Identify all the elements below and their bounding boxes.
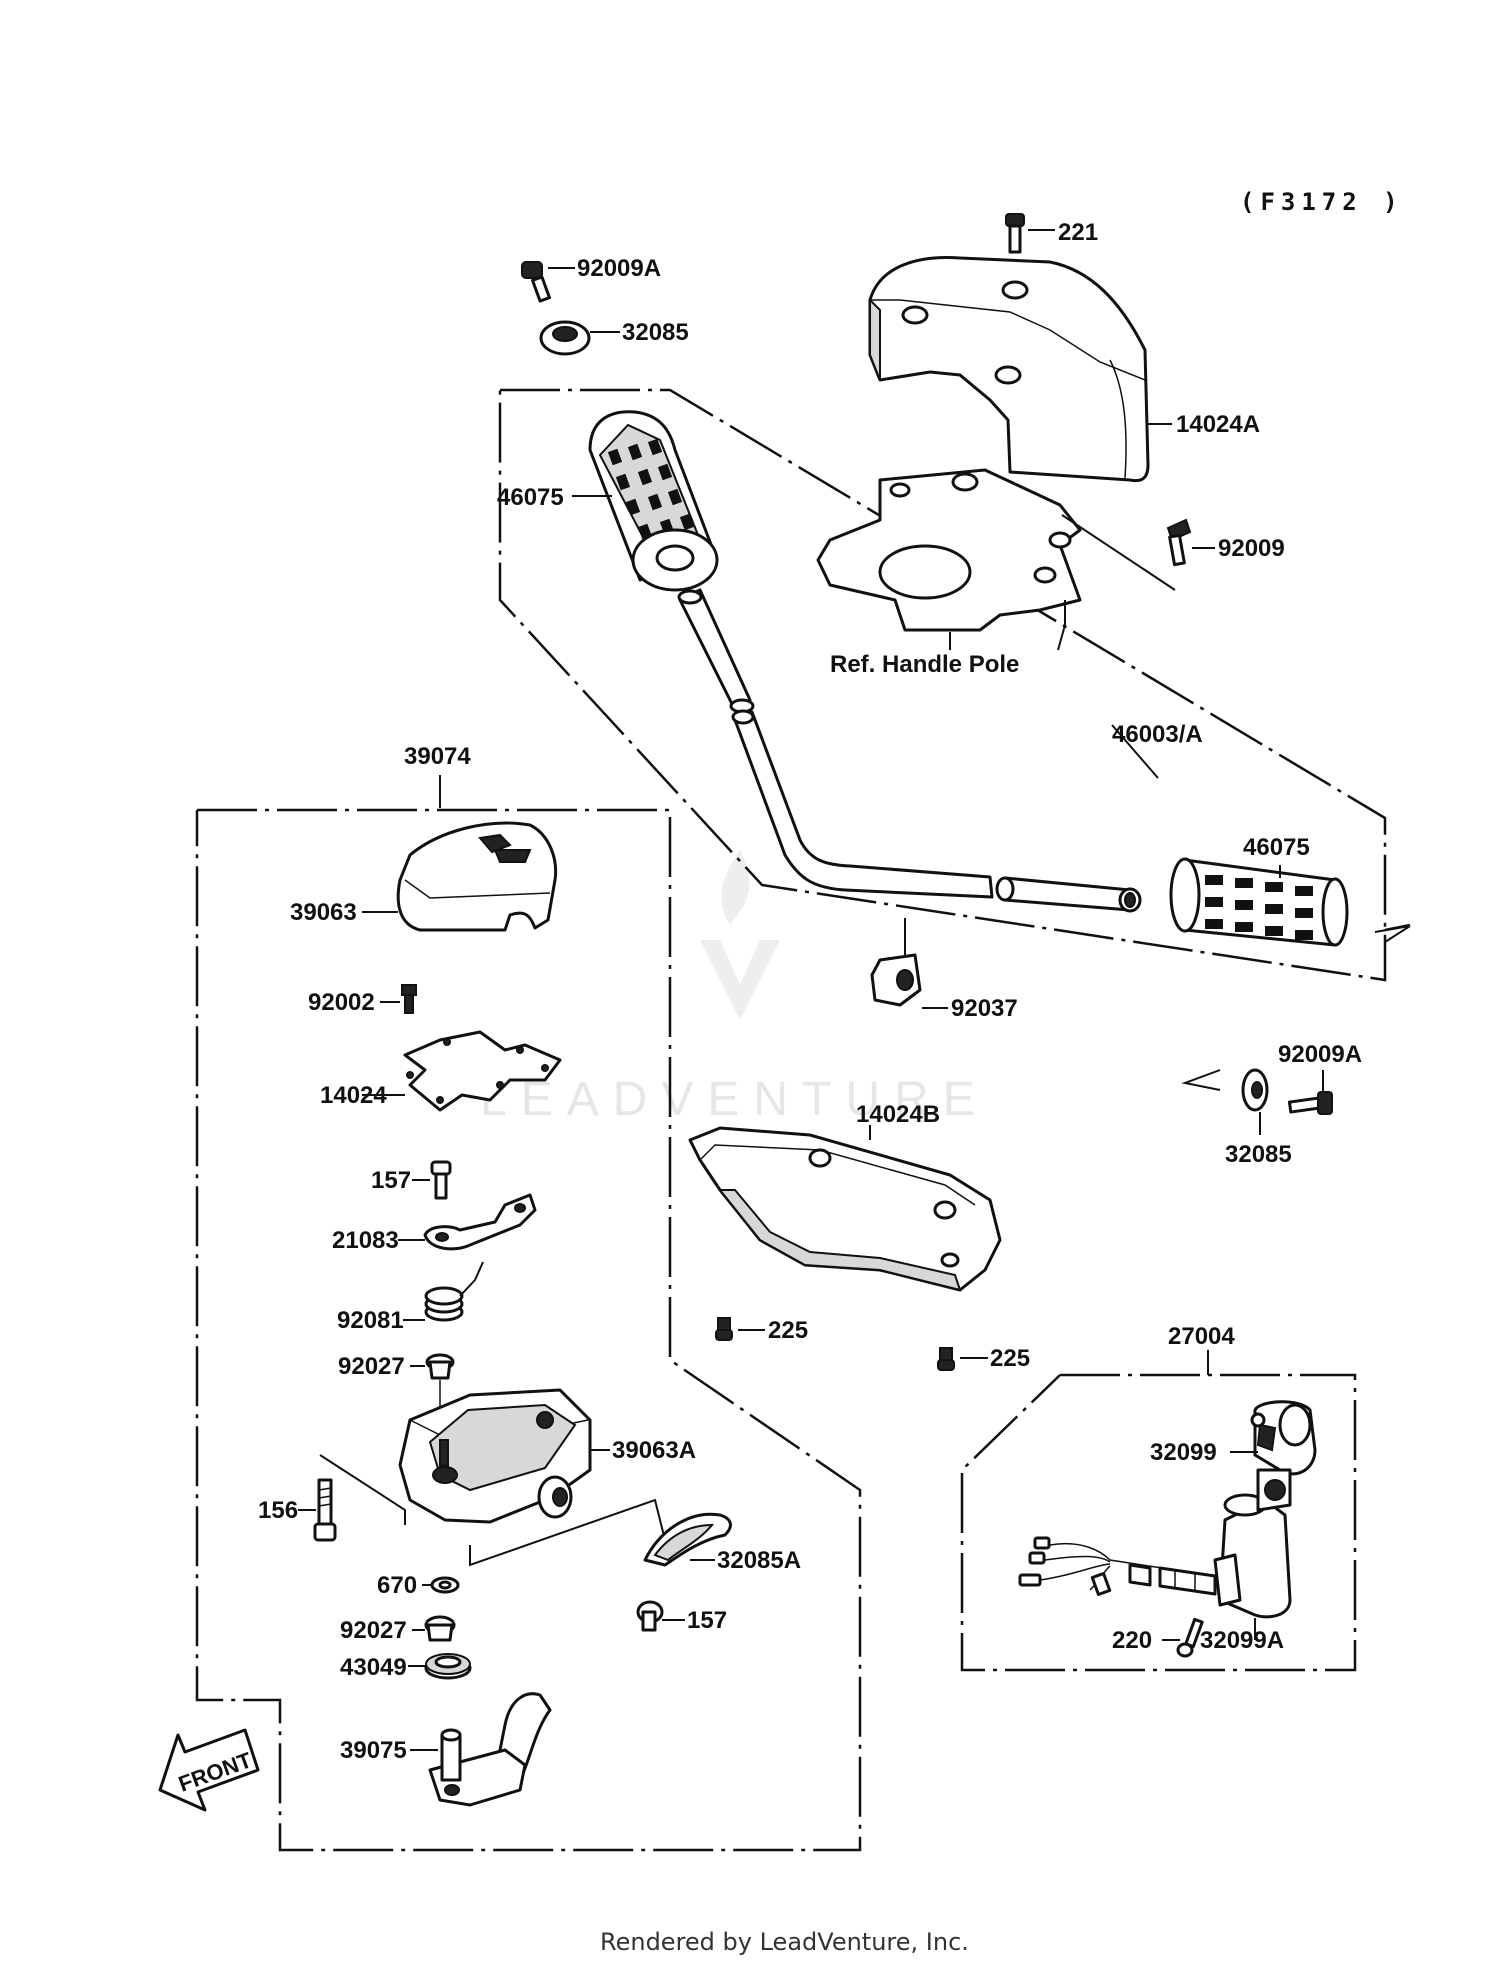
label-39074: 39074 [404,743,471,770]
label-32099: 32099 [1150,1439,1217,1466]
cover-32085a [643,1512,732,1567]
lever-21083 [398,1193,537,1251]
bolt-157-top [412,1160,452,1200]
label-92027-top: 92027 [338,1353,405,1380]
label-225-b: 225 [990,1345,1030,1372]
ref-handle-pole-note: Ref. Handle Pole [830,651,1019,678]
label-32099a: 32099A [1200,1627,1284,1654]
cover-14024b [688,1125,1002,1292]
footer-credit: Rendered by LeadVenture, Inc. [600,1928,969,1956]
label-157-bottom: 157 [687,1607,727,1634]
handle-pole-assembly-outline [498,388,1387,982]
cover-14024a [868,256,1150,483]
label-92009a-top: 92009A [577,255,661,282]
nut-43049 [408,1653,472,1680]
label-157-top: 157 [371,1167,411,1194]
screw-221 [1005,213,1055,254]
front-arrow-icon: FRONT [158,1728,260,1812]
label-46075-left: 46075 [497,484,564,511]
grip-46075-right [1169,857,1349,947]
screw-225-a [715,1317,765,1341]
leadventure-watermark: LEADVENTURE [480,850,989,1126]
screw-92002 [380,984,417,1014]
label-21083: 21083 [332,1227,399,1254]
washer-32085-right [1241,1068,1269,1135]
bracket-plate [816,468,1082,632]
label-156: 156 [258,1497,298,1524]
bolt-157-bottom [636,1600,685,1632]
label-14024a: 14024A [1176,411,1260,438]
label-32085a: 32085A [717,1547,801,1574]
bush-92027-top [410,1353,455,1380]
grip-46075-left [572,410,719,592]
bush-92027-bottom [412,1615,456,1642]
label-46075-right: 46075 [1243,834,1310,861]
label-32085-right: 32085 [1225,1141,1292,1168]
label-92009a-right: 92009A [1278,1041,1362,1068]
label-220: 220 [1112,1627,1152,1654]
label-27004: 27004 [1168,1323,1235,1350]
throttle-lever-39075 [410,1692,552,1807]
throttle-case-assembly-outline [195,808,862,1852]
clamp-92037 [870,918,948,1009]
spring-92081 [403,1261,484,1322]
bolt-92009a-top [521,261,575,303]
handlebar-46003a [677,588,1159,913]
label-39063: 39063 [290,899,357,926]
label-46003a: 46003/A [1112,721,1203,748]
label-221: 221 [1058,219,1098,246]
gasket-14024 [362,1030,562,1112]
label-670: 670 [377,1572,417,1599]
label-32085-top: 32085 [622,319,689,346]
label-225-a: 225 [768,1317,808,1344]
bolt-156 [298,1478,337,1542]
screw-225-b [937,1347,988,1371]
o-ring-670 [422,1576,460,1594]
watermark-text: LEADVENTURE [480,1073,989,1126]
washer-32085-top [539,320,620,356]
label-92027-bottom: 92027 [340,1617,407,1644]
switch-housing-32099 [1230,1400,1317,1476]
bolt-92009a-right [1287,1070,1333,1115]
label-14024b: 14024B [856,1101,940,1128]
switch-assembly-outline [960,1373,1357,1672]
screw-92009 [1166,518,1215,567]
label-92037: 92037 [951,995,1018,1022]
label-14024: 14024 [320,1082,387,1109]
diagram-code: (F3172 ) [1240,188,1404,216]
wire-harness [1018,1536,1242,1607]
label-92002: 92002 [308,989,375,1016]
label-39075: 39075 [340,1737,407,1764]
case-39063a [398,1388,610,1524]
label-92009: 92009 [1218,535,1285,562]
cap-39063 [362,821,558,932]
label-43049: 43049 [340,1654,407,1681]
screw-220 [1162,1617,1204,1658]
label-39063a: 39063A [612,1437,696,1464]
label-92081: 92081 [337,1307,404,1334]
